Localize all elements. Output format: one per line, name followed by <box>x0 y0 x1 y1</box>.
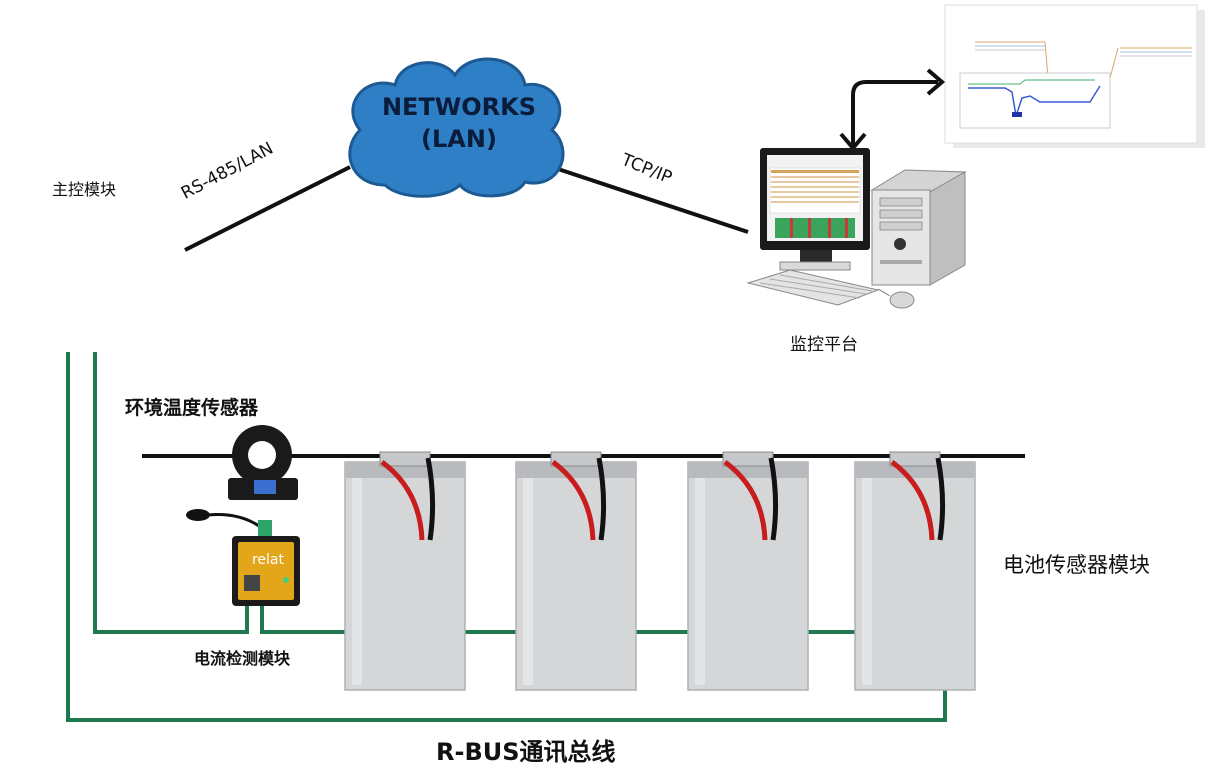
data-flow-arrow <box>839 68 946 152</box>
network-cloud-label: NETWORKS <box>381 93 537 121</box>
battery-cell-icon <box>854 451 976 691</box>
battery-cell-icon <box>344 451 466 691</box>
rs485-link-line <box>184 165 351 252</box>
current-detect-module-label: 电流检测模块 <box>194 649 291 668</box>
line-chart-screen-icon <box>944 4 1205 148</box>
battery-sensor-module-label: 电池传感器模块 <box>1003 553 1150 577</box>
current-detection-module-icon <box>232 520 300 606</box>
desktop-computer-icon <box>746 148 967 309</box>
battery-cell-icon <box>515 451 637 691</box>
cloud-icon <box>348 57 565 198</box>
network-cloud-sublabel: (LAN) <box>421 125 497 153</box>
hall-current-sensor-icon <box>228 425 298 500</box>
env-temp-sensor-label: 环境温度传感器 <box>125 397 259 419</box>
rbus-label: R-BUS通讯总线 <box>436 738 616 766</box>
temperature-probe-icon <box>186 509 263 530</box>
tcpip-link-line <box>554 166 749 234</box>
main-control-module-label: 主控模块 <box>52 180 117 199</box>
monitor-platform-label: 监控平台 <box>790 335 858 355</box>
battery-cell-icon <box>687 451 809 691</box>
sensor-brand-logo: relat <box>251 552 285 568</box>
